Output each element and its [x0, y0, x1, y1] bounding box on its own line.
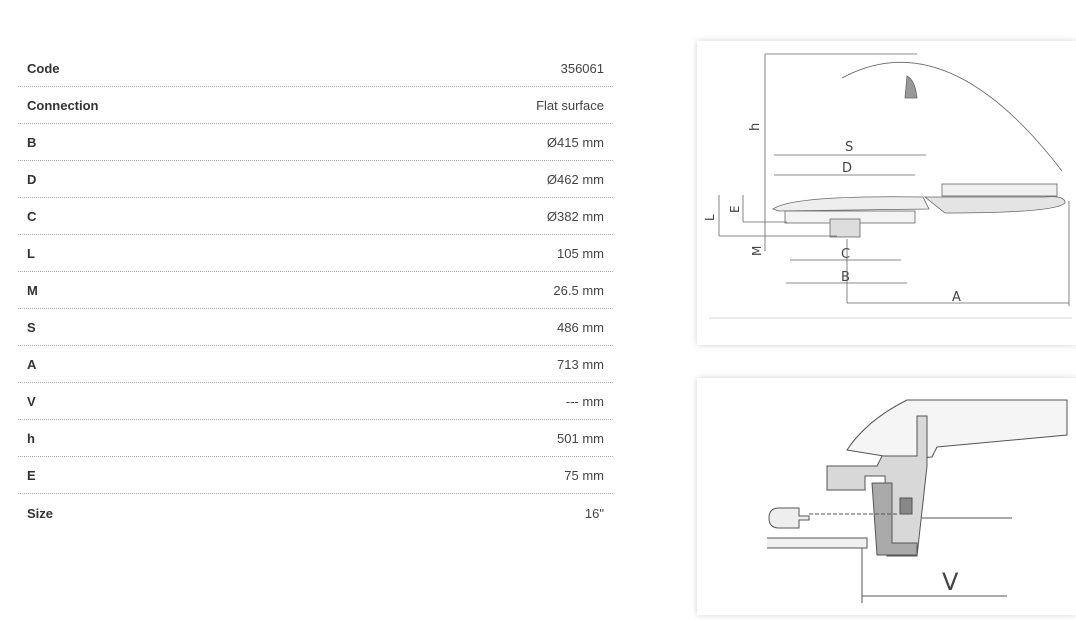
spec-value: 501 mm — [557, 431, 604, 446]
label-E: E — [728, 205, 742, 213]
spec-row: E 75 mm — [18, 458, 613, 494]
spec-row: S 486 mm — [18, 310, 613, 346]
spec-row: Size 16" — [18, 495, 613, 531]
spec-row: V --- mm — [18, 384, 613, 420]
spec-label: Size — [27, 505, 54, 521]
spec-row: B Ø415 mm — [18, 125, 613, 161]
spec-value: 486 mm — [557, 320, 604, 335]
spec-label: L — [27, 246, 35, 261]
spec-row: A 713 mm — [18, 347, 613, 383]
spec-value: 356061 — [560, 61, 604, 76]
spec-row: Code 356061 — [18, 51, 613, 87]
spec-label: Code — [27, 61, 60, 76]
label-h: h — [748, 123, 763, 131]
spec-row: M 26.5 mm — [18, 273, 613, 309]
label-S: S — [845, 140, 853, 155]
label-M: M — [750, 246, 764, 256]
label-V: V — [942, 568, 959, 596]
spec-label: M — [27, 283, 38, 298]
spec-label: C — [27, 209, 37, 224]
spec-value: 105 mm — [557, 246, 604, 261]
spec-value: Flat surface — [536, 98, 604, 113]
spec-label: A — [27, 357, 37, 372]
spec-value: Ø415 mm — [546, 135, 604, 150]
spec-row: C Ø382 mm — [18, 199, 613, 235]
spec-row: D Ø462 mm — [18, 162, 613, 198]
detail-drawing: V — [697, 378, 1076, 615]
label-L: L — [703, 214, 717, 221]
label-D: D — [842, 161, 852, 176]
spec-label: V — [27, 394, 36, 409]
dimension-drawing: h S D L E M C B A — [697, 41, 1076, 345]
spec-value: Ø382 mm — [546, 209, 604, 224]
label-C: C — [841, 247, 850, 262]
spec-row: L 105 mm — [18, 236, 613, 272]
spec-row: h 501 mm — [18, 421, 613, 457]
spec-row: Connection Flat surface — [18, 88, 613, 124]
spec-value: 16" — [584, 505, 604, 521]
spec-label: B — [27, 135, 37, 150]
spec-label: S — [27, 320, 36, 335]
spec-value: 75 mm — [564, 468, 604, 483]
spec-label: E — [27, 468, 36, 483]
spec-label: h — [27, 431, 35, 446]
spec-value: 713 mm — [557, 357, 604, 372]
spec-value: 26.5 mm — [553, 283, 604, 298]
spec-value: --- mm — [565, 394, 604, 409]
label-A: A — [952, 290, 961, 305]
spec-label: Connection — [27, 98, 99, 113]
spec-label: D — [27, 172, 37, 187]
label-B: B — [841, 270, 850, 285]
spec-value: Ø462 mm — [546, 172, 604, 187]
